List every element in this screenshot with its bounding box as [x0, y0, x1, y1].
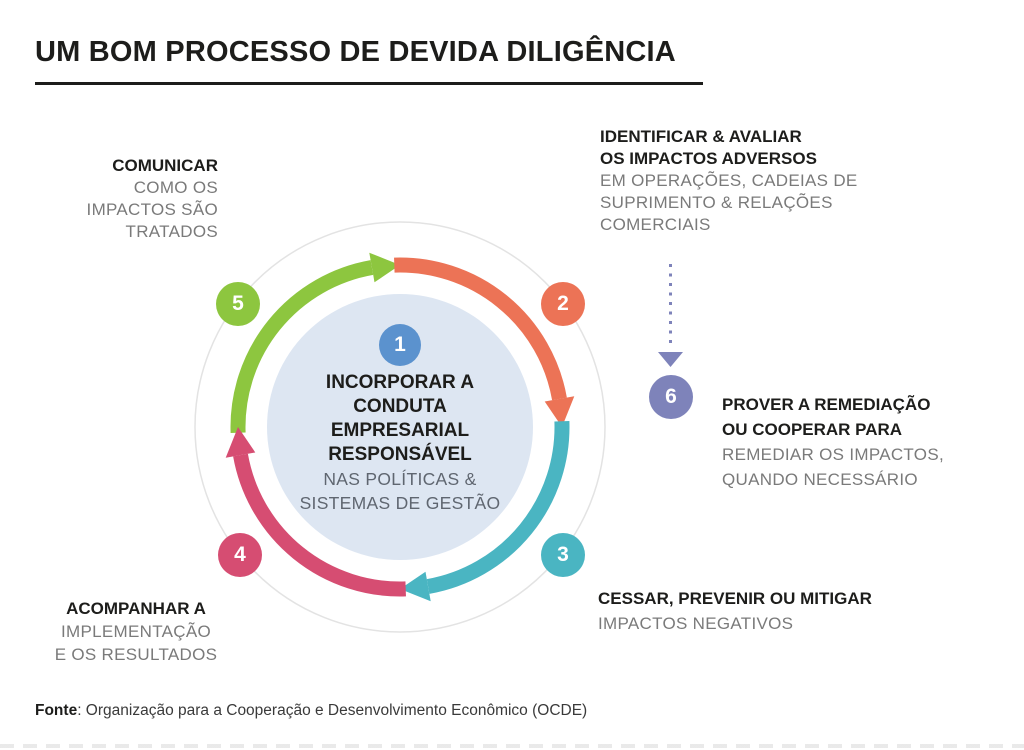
arc-step3-body — [426, 421, 570, 594]
page-title: UM BOM PROCESSO DE DEVIDA DILIGÊNCIA — [35, 36, 676, 68]
arc-step4-body — [233, 453, 406, 597]
step2-badge: 2 — [541, 282, 585, 326]
step4-number: 4 — [234, 543, 246, 566]
step4-label-line: E OS RESULTADOS — [54, 645, 218, 664]
step3-badge: 3 — [541, 533, 585, 577]
step4-label-line: ACOMPANHAR A — [66, 599, 206, 618]
step1-label-line: EMPRESARIAL — [330, 420, 470, 441]
dotted-arrow-head-icon — [658, 352, 683, 367]
step5-badge: 5 — [216, 282, 260, 326]
step1-label-line: SISTEMAS DE GESTÃO — [299, 493, 501, 513]
step5-label-line: TRATADOS — [125, 222, 218, 241]
arc-step3-teal — [400, 421, 570, 602]
step6-label-line: OU COOPERAR PARA — [722, 420, 903, 439]
step1-number: 1 — [394, 333, 406, 356]
center-circle — [267, 294, 533, 560]
step3-number: 3 — [557, 543, 569, 566]
step5-number: 5 — [232, 292, 244, 315]
step5-label-line: COMO OS — [133, 178, 218, 197]
step5-label-line: IMPACTOS SÃO — [86, 200, 218, 219]
step1-label-line: CONDUTA — [353, 396, 447, 417]
step1-label-line: INCORPORAR A — [325, 372, 475, 393]
step4-badge: 4 — [218, 533, 262, 577]
outer-ring — [194, 221, 606, 633]
step1-label: INCORPORAR A CONDUTA EMPRESARIAL RESPONS… — [280, 371, 520, 515]
step1-label-line: RESPONSÁVEL — [328, 444, 472, 465]
arc-step2-orange — [394, 257, 575, 427]
step2-label: IDENTIFICAR & AVALIAR OS IMPACTOS ADVERS… — [600, 126, 858, 236]
step6-number: 6 — [665, 385, 677, 408]
step6-label: PROVER A REMEDIAÇÃO OU COOPERAR PARA REM… — [722, 392, 944, 492]
arc-step2-arrowhead-icon — [544, 396, 575, 427]
step6-badge: 6 — [649, 375, 693, 419]
step2-label-line: EM OPERAÇÕES, CADEIAS DE — [600, 171, 858, 190]
step5-label-line: COMUNICAR — [112, 156, 218, 175]
step2-label-line: OS IMPACTOS ADVERSOS — [600, 149, 817, 168]
title-underline — [35, 82, 703, 85]
arc-step5-body — [230, 260, 374, 433]
step3-label: CESSAR, PREVENIR OU MITIGAR IMPACTOS NEG… — [598, 586, 872, 636]
step2-label-line: COMERCIAIS — [600, 215, 711, 234]
arc-step5-green — [230, 252, 400, 433]
step6-label-line: REMEDIAR OS IMPACTOS, — [722, 445, 944, 464]
step1-label-line: NAS POLÍTICAS & — [323, 469, 477, 489]
scan-artifact — [0, 744, 1024, 748]
step2-label-line: IDENTIFICAR & AVALIAR — [600, 127, 802, 146]
step5-label: COMUNICAR COMO OS IMPACTOS SÃO TRATADOS — [70, 155, 218, 243]
dotted-arrow-to-step6 — [658, 264, 683, 367]
step3-label-line: CESSAR, PREVENIR OU MITIGAR — [598, 589, 872, 608]
source-label: Fonte — [35, 702, 78, 719]
step6-label-line: PROVER A REMEDIAÇÃO — [722, 395, 931, 414]
step4-label-line: IMPLEMENTAÇÃO — [61, 622, 211, 641]
arc-step4-arrowhead-icon — [225, 427, 256, 458]
arc-step5-arrowhead-icon — [369, 252, 400, 283]
step2-number: 2 — [557, 292, 569, 315]
source-note: Fonte: Organização para a Cooperação e D… — [35, 702, 587, 720]
step2-label-line: SUPRIMENTO & RELAÇÕES — [600, 193, 833, 212]
arc-step4-pink — [225, 427, 406, 597]
source-text: : Organização para a Cooperação e Desenv… — [77, 702, 588, 719]
arc-step2-body — [394, 257, 567, 401]
arc-step3-arrowhead-icon — [400, 571, 431, 602]
step3-label-line: IMPACTOS NEGATIVOS — [598, 614, 794, 633]
step4-label: ACOMPANHAR A IMPLEMENTAÇÃO E OS RESULTAD… — [52, 597, 220, 666]
step6-label-line: QUANDO NECESSÁRIO — [722, 470, 918, 489]
step1-badge: 1 — [379, 324, 421, 366]
